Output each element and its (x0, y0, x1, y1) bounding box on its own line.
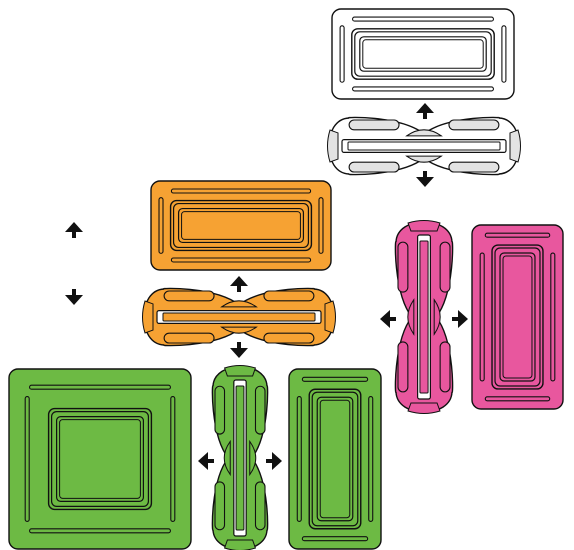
orange-down-arrow (230, 342, 248, 358)
orange-up-arrow (230, 276, 248, 292)
green-square-tray (8, 368, 192, 550)
orange-tray (150, 180, 332, 271)
magenta-tray (471, 224, 564, 410)
green-right-arrow (266, 452, 282, 470)
white-tray (331, 8, 515, 100)
magenta-left-arrow (380, 310, 396, 328)
legend-down-arrow (65, 289, 83, 305)
legend-up-arrow (65, 222, 83, 238)
magenta-peanut (394, 220, 454, 414)
magenta-right-arrow (452, 310, 468, 328)
green-tray (288, 368, 382, 550)
white-peanut (327, 116, 521, 176)
white-up-arrow (416, 103, 434, 119)
green-peanut (211, 365, 269, 550)
orange-peanut (142, 287, 336, 347)
green-left-arrow (198, 452, 214, 470)
white-down-arrow (416, 171, 434, 187)
